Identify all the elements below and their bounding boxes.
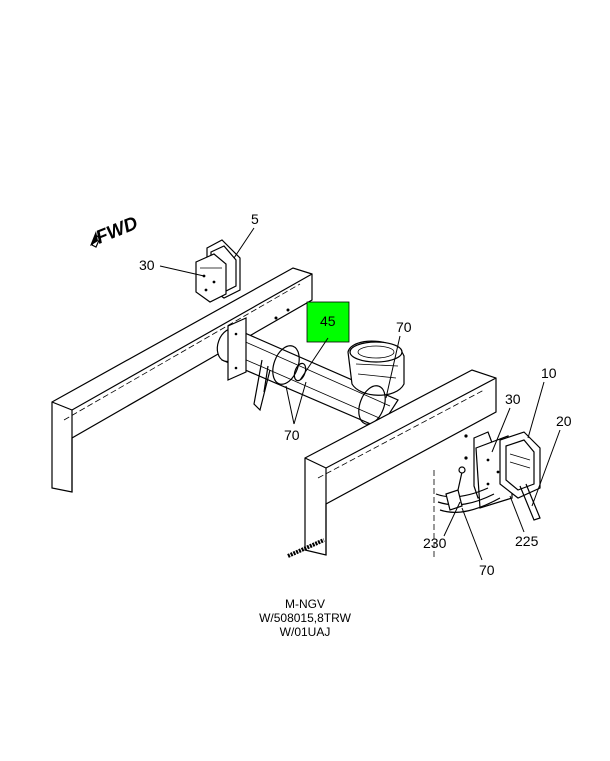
callout-45: 45	[320, 313, 336, 329]
callout-10: 10	[541, 365, 557, 381]
left-frame-rail	[51, 267, 313, 493]
callout-45-highlight	[306, 301, 350, 343]
caption-option-1: W/508015,8TRW	[259, 611, 351, 625]
callout-70-bottom: 70	[479, 562, 495, 578]
callout-225: 225	[515, 533, 539, 549]
callout-30-right: 30	[505, 391, 521, 407]
caption-model: M-NGV	[285, 597, 325, 611]
callout-20: 20	[556, 413, 572, 429]
callout-70-left: 70	[284, 427, 300, 443]
caption-option-2: W/01UAJ	[279, 625, 331, 639]
leader-lines	[159, 227, 561, 561]
ground-strap	[287, 538, 325, 558]
right-lamp-assembly	[435, 431, 541, 521]
right-frame-rail	[304, 369, 497, 560]
forward-arrow-icon	[90, 231, 101, 248]
callout-30-left: 30	[139, 257, 155, 273]
callout-230: 230	[423, 535, 447, 551]
diagram-caption: M-NGV W/508015,8TRW W/01UAJ	[0, 597, 610, 639]
fwd-label: FWD	[93, 213, 141, 249]
callout-5: 5	[251, 211, 259, 227]
callout-70-top: 70	[396, 319, 412, 335]
left-lamp-assembly	[195, 239, 241, 303]
